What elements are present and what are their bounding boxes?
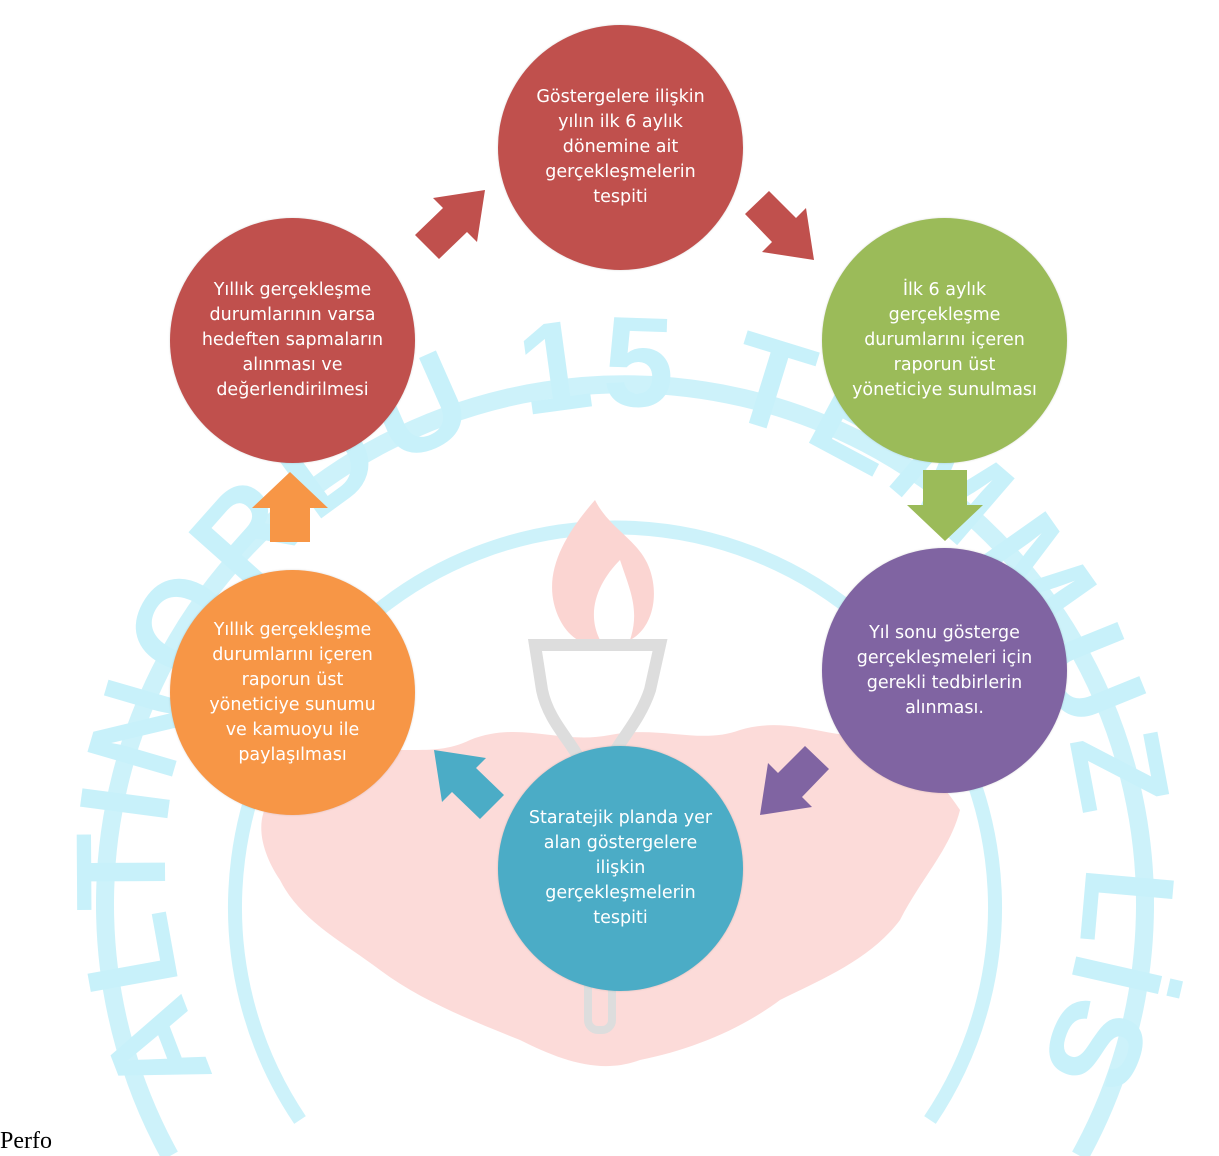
cycle-node-right-bottom: Yıl sonu gösterge gerçekleşmeleri için g… (822, 548, 1067, 793)
cycle-node-bottom-text: Staratejik planda yer alan göstergelere … (528, 808, 713, 928)
footer-text: Perfo (0, 1128, 52, 1154)
watermark-flame (552, 500, 654, 644)
cycle-node-right-top-text: İlk 6 aylık gerçekleşme durumlarını içer… (852, 280, 1037, 400)
cycle-node-left-top-text: Yıllık gerçekleşme durumlarının varsa he… (201, 280, 384, 400)
watermark-ring-outer (96, 375, 1154, 1156)
cycle-node-top: Göstergelere ilişkin yılın ilk 6 aylık d… (498, 25, 743, 270)
arrow-bottom-to-left-bottom (434, 750, 504, 819)
arrow-right-bottom-to-bottom (760, 746, 829, 815)
arrow-top-to-right-top (745, 191, 814, 260)
arrow-left-bottom-to-left-top (252, 472, 328, 542)
cycle-node-top-text: Göstergelere ilişkin yılın ilk 6 aylık d… (536, 87, 705, 207)
arrow-left-top-to-top (415, 190, 485, 259)
cycle-node-right-top: İlk 6 aylık gerçekleşme durumlarını içer… (822, 218, 1067, 463)
cycle-node-left-bottom-text: Yıllık gerçekleşme durumlarını içeren ra… (209, 619, 376, 765)
cycle-node-left-bottom: Yıllık gerçekleşme durumlarını içeren ra… (170, 570, 415, 815)
cycle-node-right-bottom-text: Yıl sonu gösterge gerçekleşmeleri için g… (856, 622, 1033, 718)
cycle-node-left-top: Yıllık gerçekleşme durumlarının varsa he… (170, 218, 415, 463)
arrow-right-top-to-right-bottom (907, 470, 983, 541)
cycle-node-bottom: Staratejik planda yer alan göstergelere … (498, 746, 743, 991)
